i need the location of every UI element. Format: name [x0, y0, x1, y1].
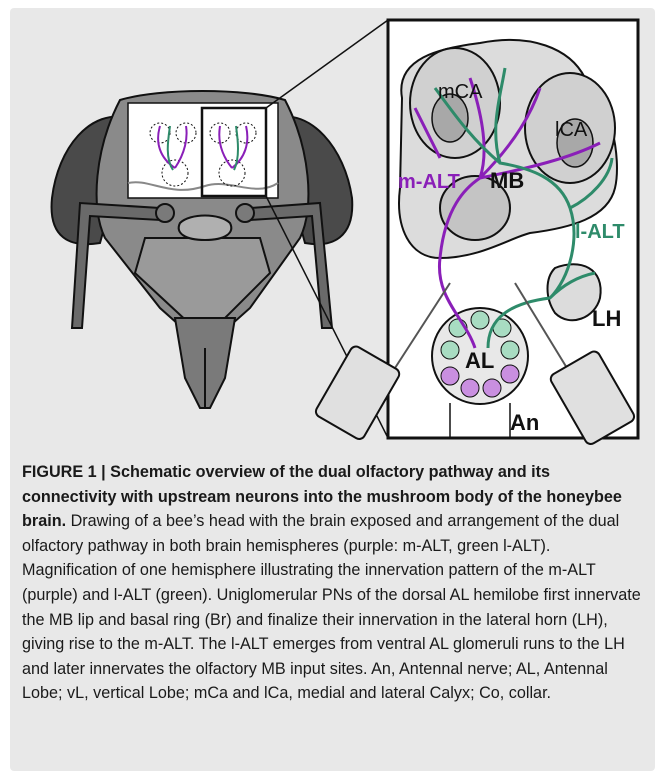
label-al: AL [465, 348, 494, 373]
caption-body: Drawing of a bee’s head with the brain e… [22, 512, 641, 702]
figure-caption: FIGURE 1 | Schematic overview of the dua… [22, 460, 644, 706]
figure-illustration: mCA lCA MB m-ALT l-ALT LH AL An [10, 8, 655, 450]
label-lh: LH [592, 306, 621, 331]
label-l-alt: l-ALT [575, 221, 625, 243]
label-mca: mCA [438, 81, 483, 103]
label-an: An [510, 410, 539, 435]
label-mb: MB [490, 168, 524, 193]
label-m-alt: m-ALT [398, 171, 460, 193]
magnified-hemisphere: mCA lCA MB m-ALT l-ALT LH AL An [314, 20, 638, 446]
label-lca: lCA [555, 119, 588, 141]
